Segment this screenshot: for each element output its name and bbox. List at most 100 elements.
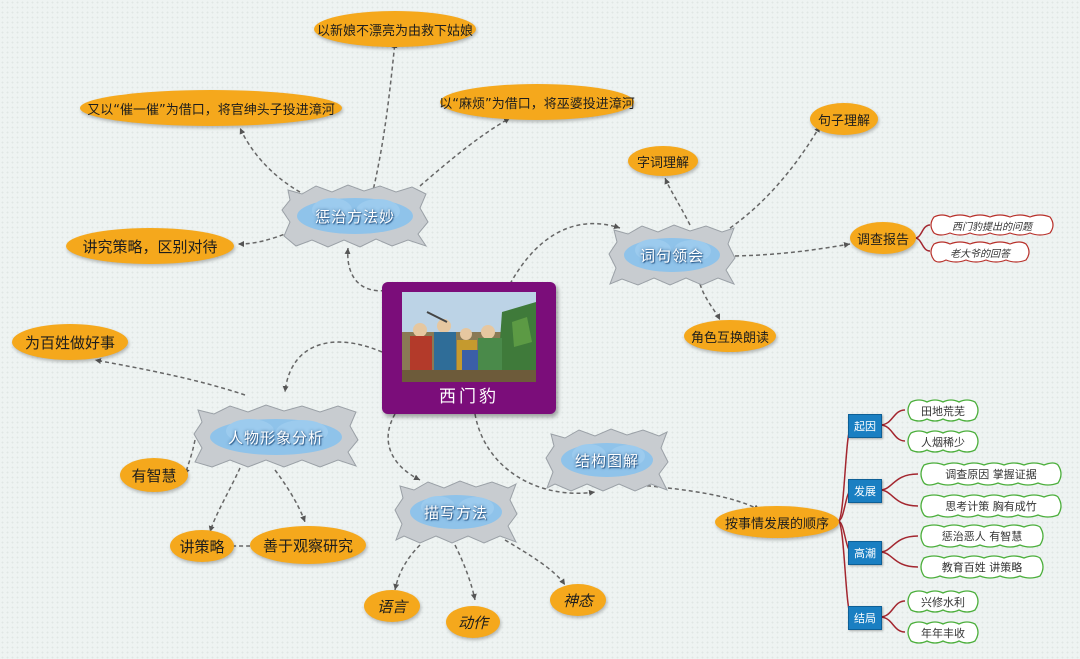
stage-item: 年年丰收	[905, 621, 981, 644]
leaf-event-order-label: 按事情发展的顺序	[724, 516, 829, 532]
leaf-action[interactable]: 动作	[446, 606, 500, 638]
leaf-sentence-label: 句子理解	[817, 113, 870, 129]
leaf-throw-official-label: 又以“催一催”为借口，将官绅头子投进漳河	[87, 102, 335, 118]
link-center-structure	[474, 413, 596, 496]
link-character-wise	[183, 439, 196, 476]
stage-item-label: 思考计策 胸有成竹	[945, 500, 1037, 513]
stage-item: 教育百姓 讲策略	[918, 555, 1046, 579]
survey-question-item: 西门豹提出的问题	[928, 214, 1056, 236]
stage-item-label: 田地荒芜	[921, 404, 965, 418]
cloud-shape	[281, 184, 429, 248]
survey-answer-label: 老大爷的回答	[950, 248, 1010, 260]
topic-describe[interactable]: 描写方法	[394, 480, 518, 544]
leaf-action-label: 动作	[457, 613, 488, 632]
cloud-shape	[193, 404, 359, 468]
link-center-character	[282, 341, 383, 393]
leaf-do-good[interactable]: 为百姓做好事	[12, 324, 128, 360]
stage-item: 田地荒芜	[905, 399, 981, 422]
stage-climax-label: 高潮	[854, 547, 876, 560]
cloud-shape	[394, 480, 518, 544]
link-words-vocab	[664, 177, 691, 226]
stage-item-label: 惩治恶人 有智慧	[941, 530, 1023, 543]
leaf-vocab-label: 字词理解	[636, 155, 689, 171]
center-node[interactable]: 西门豹	[382, 282, 556, 414]
leaf-roleplay-label: 角色互换朗读	[690, 330, 769, 346]
link-words-survey	[734, 242, 851, 257]
leaf-strategy-label: 讲究策略，区别对待	[82, 237, 218, 256]
stage-cause[interactable]: 起因	[848, 414, 882, 438]
link-character-observe	[274, 469, 306, 523]
link-center-describe	[387, 413, 421, 481]
link-words-roleplay	[699, 283, 721, 321]
link-punish-bride	[371, 41, 398, 196]
stage-development[interactable]: 发展	[848, 479, 882, 503]
topic-words[interactable]: 词句领会	[608, 224, 736, 286]
survey-answer-item: 老大爷的回答	[928, 241, 1032, 263]
link-punish-trouble	[419, 117, 511, 187]
leaf-vocab[interactable]: 字词理解	[628, 146, 698, 176]
topic-punish-methods[interactable]: 惩治方法妙	[280, 184, 430, 248]
leaf-look-label: 神态	[562, 591, 593, 610]
leaf-throw-official[interactable]: 又以“催一催”为借口，将官绅头子投进漳河	[80, 90, 342, 126]
leaf-strategy[interactable]: 讲究策略，区别对待	[66, 228, 234, 264]
stage-item: 人烟稀少	[905, 430, 981, 453]
leaf-do-good-label: 为百姓做好事	[24, 333, 115, 352]
leaf-sentence[interactable]: 句子理解	[810, 103, 878, 135]
link-punish-strategy	[237, 231, 291, 247]
link-center-punish	[344, 247, 406, 292]
ximenbao-illustration	[402, 292, 536, 382]
leaf-observe[interactable]: 善于观察研究	[250, 526, 366, 564]
stage-ending[interactable]: 结局	[848, 606, 882, 630]
leaf-survey[interactable]: 调查报告	[850, 222, 916, 254]
link-describe-action	[454, 544, 477, 601]
topic-describe-label: 描写方法	[423, 503, 488, 522]
survey-question-label: 西门豹提出的问题	[952, 221, 1032, 233]
leaf-tactic[interactable]: 讲策略	[170, 530, 234, 562]
leaf-save-bride-label: 以新娘不漂亮为由救下姑娘	[316, 23, 473, 39]
stage-item-label: 兴修水利	[921, 595, 965, 609]
topic-character[interactable]: 人物形象分析	[192, 404, 360, 470]
stage-cause-label: 起因	[854, 420, 876, 433]
leaf-look[interactable]: 神态	[550, 584, 606, 616]
stage-development-label: 发展	[854, 485, 876, 498]
link-character-tactic	[208, 467, 241, 533]
leaf-save-bride[interactable]: 以新娘不漂亮为由救下姑娘	[314, 11, 476, 47]
center-title: 西门豹	[439, 387, 499, 407]
stage-item: 思考计策 胸有成竹	[918, 494, 1064, 518]
leaf-tactic-label: 讲策略	[179, 537, 225, 556]
stage-item-label: 人烟稀少	[921, 435, 965, 449]
leaf-wise-label: 有智慧	[131, 466, 177, 485]
leaf-throw-witch[interactable]: 以“麻烦”为借口，将巫婆投进漳河	[439, 84, 635, 120]
topic-character-label: 人物形象分析	[227, 428, 324, 447]
link-describe-language	[393, 544, 421, 591]
link-describe-look	[504, 539, 566, 586]
leaf-language-label: 语言	[376, 597, 407, 616]
cloud-shape	[545, 428, 669, 492]
cloud-shape	[608, 224, 736, 286]
stage-item-label: 教育百姓 讲策略	[941, 561, 1023, 574]
leaf-wise[interactable]: 有智慧	[120, 458, 188, 492]
leaf-survey-label: 调查报告	[856, 232, 909, 248]
stage-item: 调查原因 掌握证据	[918, 462, 1064, 486]
link-character-good	[94, 358, 246, 396]
leaf-event-order[interactable]: 按事情发展的顺序	[715, 506, 839, 538]
stage-item-label: 年年丰收	[921, 626, 965, 640]
stage-item: 兴修水利	[905, 590, 981, 613]
stage-item: 惩治恶人 有智慧	[918, 524, 1046, 548]
topic-words-label: 词句领会	[639, 246, 704, 265]
leaf-roleplay[interactable]: 角色互换朗读	[684, 320, 776, 352]
link-center-words	[509, 222, 621, 285]
topic-punish-label: 惩治方法妙	[314, 207, 395, 226]
leaf-observe-label: 善于观察研究	[262, 536, 353, 555]
stage-climax[interactable]: 高潮	[848, 541, 882, 565]
leaf-throw-witch-label: 以“麻烦”为借口，将巫婆投进漳河	[439, 96, 635, 112]
link-punish-hurry	[239, 127, 301, 193]
leaf-language[interactable]: 语言	[364, 590, 420, 622]
stage-ending-label: 结局	[854, 612, 876, 625]
stage-item-label: 调查原因 掌握证据	[945, 468, 1037, 481]
link-words-sentence	[729, 125, 821, 229]
topic-structure[interactable]: 结构图解	[545, 428, 669, 492]
topic-structure-label: 结构图解	[574, 451, 639, 470]
link-structure-order	[639, 484, 761, 511]
